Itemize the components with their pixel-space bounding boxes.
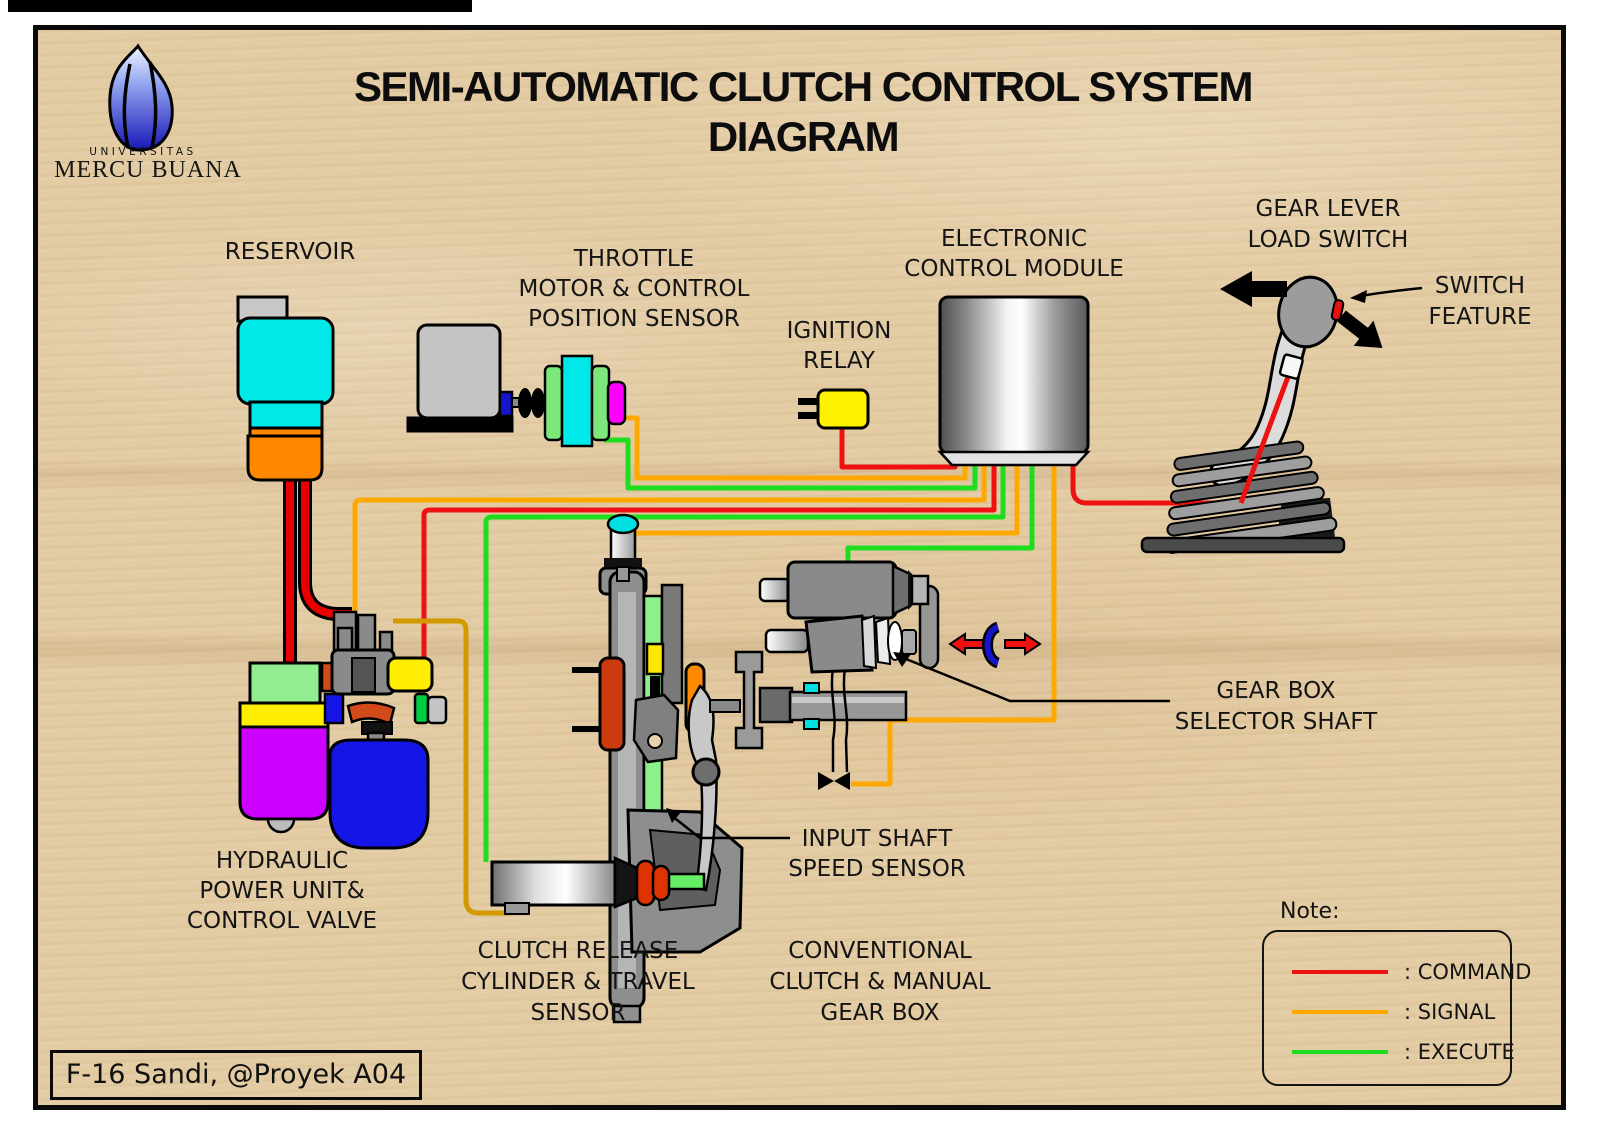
command-wire-gear-lever	[1070, 460, 1241, 506]
reservoir-graphic	[236, 295, 352, 665]
footer-badge: F-16 Sandi, @Proyek A04	[50, 1050, 422, 1100]
arrow-down-right-icon	[1337, 310, 1383, 349]
legend-signal-line	[1292, 1009, 1388, 1015]
selector-shaft-graphic	[758, 560, 1042, 674]
throttle-motor-graphic	[406, 323, 627, 448]
command-wire-lever-internal	[1238, 373, 1292, 504]
load-switch-red-button	[1330, 299, 1345, 322]
input-shaft-graphic	[709, 650, 908, 790]
ignition-relay-graphic	[798, 388, 870, 430]
legend-item-signal: : SIGNAL	[1264, 992, 1510, 1032]
legend-command-line	[1292, 969, 1388, 975]
release-cylinder-graphic	[490, 856, 706, 915]
arrow-left-icon	[1220, 271, 1287, 307]
ecm-graphic	[937, 295, 1091, 467]
legend-execute-line	[1292, 1049, 1388, 1055]
command-wire-solenoid	[421, 460, 997, 662]
legend-box: : COMMAND : SIGNAL : EXECUTE	[1262, 930, 1531, 1086]
university-logo-icon	[108, 43, 174, 152]
logo-universitas-text: UNIVERSITAS	[89, 146, 197, 158]
clutch-assembly-graphic	[572, 513, 744, 1024]
callout-lines	[666, 286, 1423, 840]
logo-mercu-buana-text: MERCU BUANA	[54, 157, 242, 183]
signal-wire-valve	[352, 460, 987, 636]
gear-lever-graphic	[1140, 271, 1383, 554]
signal-wire-bleeder	[636, 460, 1020, 536]
legend-item-execute: : EXECUTE	[1264, 1032, 1515, 1072]
page-title: SEMI-AUTOMATIC CLUTCH CONTROL SYSTEM DIA…	[354, 62, 1253, 162]
legend-note-label: Note:	[1280, 899, 1340, 924]
title-line2: DIAGRAM	[707, 113, 900, 160]
legend-item-command: : COMMAND	[1264, 952, 1531, 992]
title-line1: SEMI-AUTOMATIC CLUTCH CONTROL SYSTEM	[354, 63, 1253, 110]
top-black-strip	[8, 0, 472, 12]
label-reservoir: RESERVOIR	[224, 239, 356, 265]
hydraulic-unit-graphic	[238, 610, 448, 850]
execute-wire-selector	[845, 460, 1035, 566]
hydraulic-line	[393, 618, 514, 916]
execute-wire-throttle	[604, 437, 978, 491]
command-wire-relay	[839, 428, 958, 470]
signal-wire-throttle	[622, 415, 968, 481]
execute-wire-release-cylinder	[483, 460, 1006, 862]
